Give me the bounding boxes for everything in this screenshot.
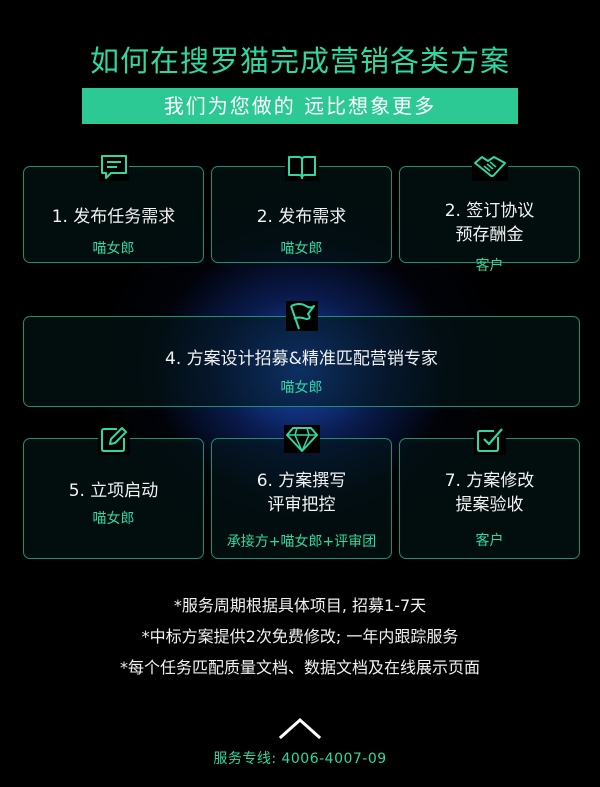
- step-2-role: 喵女郎: [280, 241, 323, 257]
- step-card-7: 7. 方案修改 提案验收 客户: [399, 425, 580, 559]
- note-item: *每个任务匹配质量文档、数据文档及在线展示页面: [119, 658, 480, 677]
- step-6-title-line-1: 6. 方案撰写: [256, 471, 347, 491]
- diamond-icon: [283, 425, 320, 453]
- step-3-role: 客户: [475, 258, 504, 274]
- handshake-icon: [471, 153, 508, 181]
- step-card-2: 2. 发布需求 喵女郎: [211, 153, 392, 263]
- step-3-title-line-2: 预存酬金: [455, 225, 524, 245]
- step-7-role: 客户: [475, 533, 504, 549]
- note-item: *服务周期根据具体项目, 招募1-7天: [173, 596, 427, 615]
- step-1-role: 喵女郎: [92, 241, 135, 257]
- step-card-4: 4. 方案设计招募&精准匹配营销专家 喵女郎: [23, 301, 580, 407]
- step-2-title: 2. 发布需求: [256, 207, 347, 227]
- chevron-up-icon[interactable]: [278, 716, 322, 740]
- step-5-role: 喵女郎: [92, 511, 135, 527]
- step-4-title: 4. 方案设计招募&精准匹配营销专家: [165, 349, 438, 369]
- service-hotline: 服务专线: 4006-4007-09: [213, 751, 387, 767]
- flag-icon: [285, 301, 318, 331]
- step-card-6: 6. 方案撰写 评审把控 承接方+喵女郎+评审团: [211, 425, 392, 559]
- edit-icon: [97, 425, 130, 455]
- service-notes: *服务周期根据具体项目, 招募1-7天 *中标方案提供2次免费修改; 一年内跟踪…: [0, 590, 600, 683]
- step-card-3: 2. 签订协议 预存酬金 客户: [399, 153, 580, 274]
- step-6-title-line-2: 评审把控: [267, 495, 336, 515]
- step-7-title-line-2: 提案验收: [455, 495, 524, 515]
- step-7-title-line-1: 7. 方案修改: [444, 471, 535, 491]
- step-card-5: 5. 立项启动 喵女郎: [23, 425, 204, 559]
- step-1-title: 1. 发布任务需求: [51, 207, 176, 227]
- step-3-title-line-1: 2. 签订协议: [444, 201, 535, 221]
- book-icon: [284, 153, 319, 181]
- step-card-1: 1. 发布任务需求 喵女郎: [23, 153, 204, 263]
- checkbox-icon: [473, 425, 506, 455]
- step-5-title: 5. 立项启动: [68, 481, 159, 501]
- step-6-role: 承接方+喵女郎+评审团: [226, 534, 377, 550]
- note-item: *中标方案提供2次免费修改; 一年内跟踪服务: [141, 627, 459, 646]
- step-4-role: 喵女郎: [280, 380, 323, 396]
- message-icon: [98, 153, 129, 181]
- tagline-banner: 我们为您做的 远比想象更多: [82, 88, 518, 124]
- page-title: 如何在搜罗猫完成营销各类方案: [89, 44, 510, 78]
